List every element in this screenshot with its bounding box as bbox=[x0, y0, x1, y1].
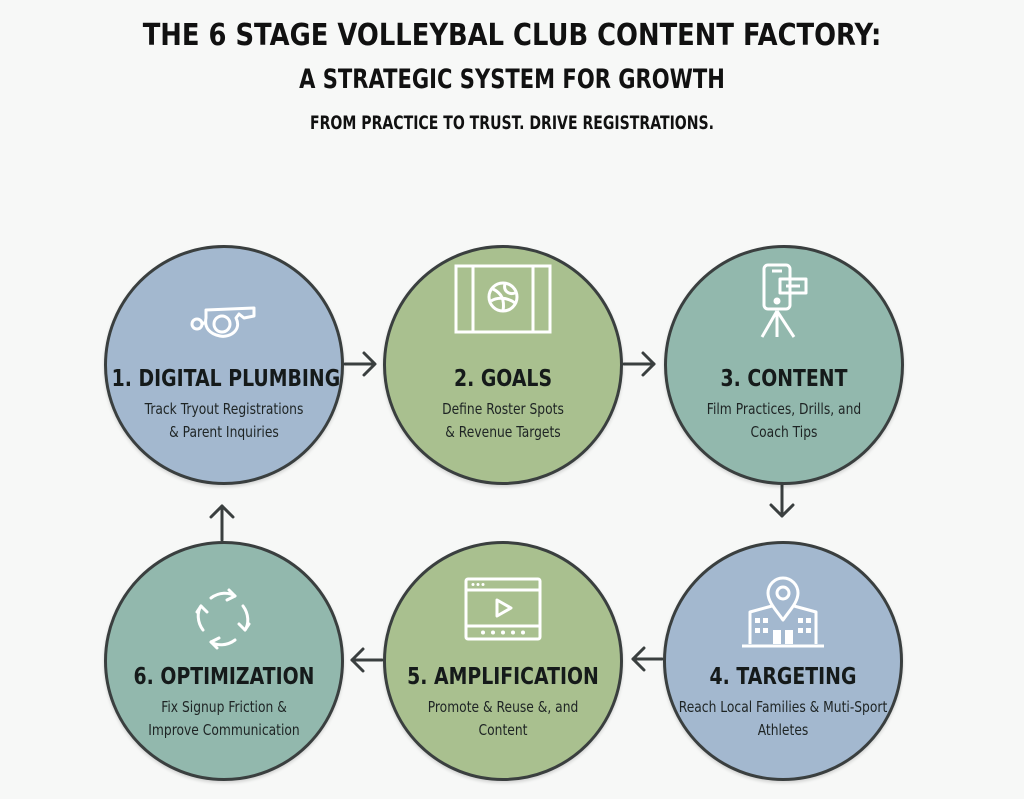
stage-description: Fix Signup Friction & Improve Communicat… bbox=[148, 698, 300, 739]
arrow-5-to-6 bbox=[350, 647, 384, 673]
stage-title: 3. CONTENT bbox=[720, 366, 848, 392]
stage-targeting: 4. TARGETING Reach Local Families & Muti… bbox=[663, 541, 903, 781]
stage-title: 5. AMPLIFICATION bbox=[407, 664, 599, 690]
stage-description: Film Practices, Drills, and Coach Tips bbox=[706, 400, 862, 441]
arrow-2-to-3 bbox=[622, 351, 656, 377]
stage-title: 2. GOALS bbox=[453, 366, 553, 392]
stage-title: 6. OPTIMIZATION bbox=[133, 664, 315, 690]
stage-description: Track Tryout Registrations & Parent Inqu… bbox=[144, 400, 304, 441]
stage-goals: 2. GOALS Define Roster Spots & Revenue T… bbox=[383, 245, 623, 485]
cycle-arrows-icon bbox=[195, 588, 251, 650]
arrow-3-to-4 bbox=[769, 483, 795, 518]
whistle-icon bbox=[190, 306, 256, 338]
stage-description: Define Roster Spots & Revenue Targets bbox=[442, 400, 564, 441]
stage-content: 3. CONTENT Film Practices, Drills, and C… bbox=[664, 245, 904, 485]
stage-digital-plumbing: 1. DIGITAL PLUMBING Track Tryout Registr… bbox=[104, 245, 344, 485]
video-player-icon bbox=[464, 577, 542, 641]
stage-amplification: 5. AMPLIFICATION Promote & Reuse &, and … bbox=[383, 541, 623, 781]
volleyball-court-icon bbox=[454, 264, 552, 334]
stage-optimization: 6. OPTIMIZATION Fix Signup Friction & Im… bbox=[104, 541, 344, 781]
stage-title: 4. TARGETING bbox=[709, 664, 857, 690]
stage-description: Reach Local Families & Muti-Sport Athlet… bbox=[678, 698, 888, 739]
location-building-icon bbox=[742, 576, 824, 648]
arrow-6-to-1 bbox=[209, 504, 235, 542]
arrow-1-to-2 bbox=[343, 351, 377, 377]
page-subtitle: A STRATEGIC SYSTEM FOR GROWTH bbox=[299, 64, 725, 95]
page-tagline: FROM PRACTICE TO TRUST. DRIVE REGISTRATI… bbox=[310, 112, 714, 134]
stage-title: 1. DIGITAL PLUMBING bbox=[111, 366, 341, 392]
phone-tripod-icon bbox=[760, 263, 808, 338]
arrow-4-to-5 bbox=[631, 646, 664, 672]
page-title: THE 6 STAGE VOLLEYBAL CLUB CONTENT FACTO… bbox=[142, 18, 882, 53]
stage-description: Promote & Reuse &, and Content bbox=[427, 698, 579, 739]
